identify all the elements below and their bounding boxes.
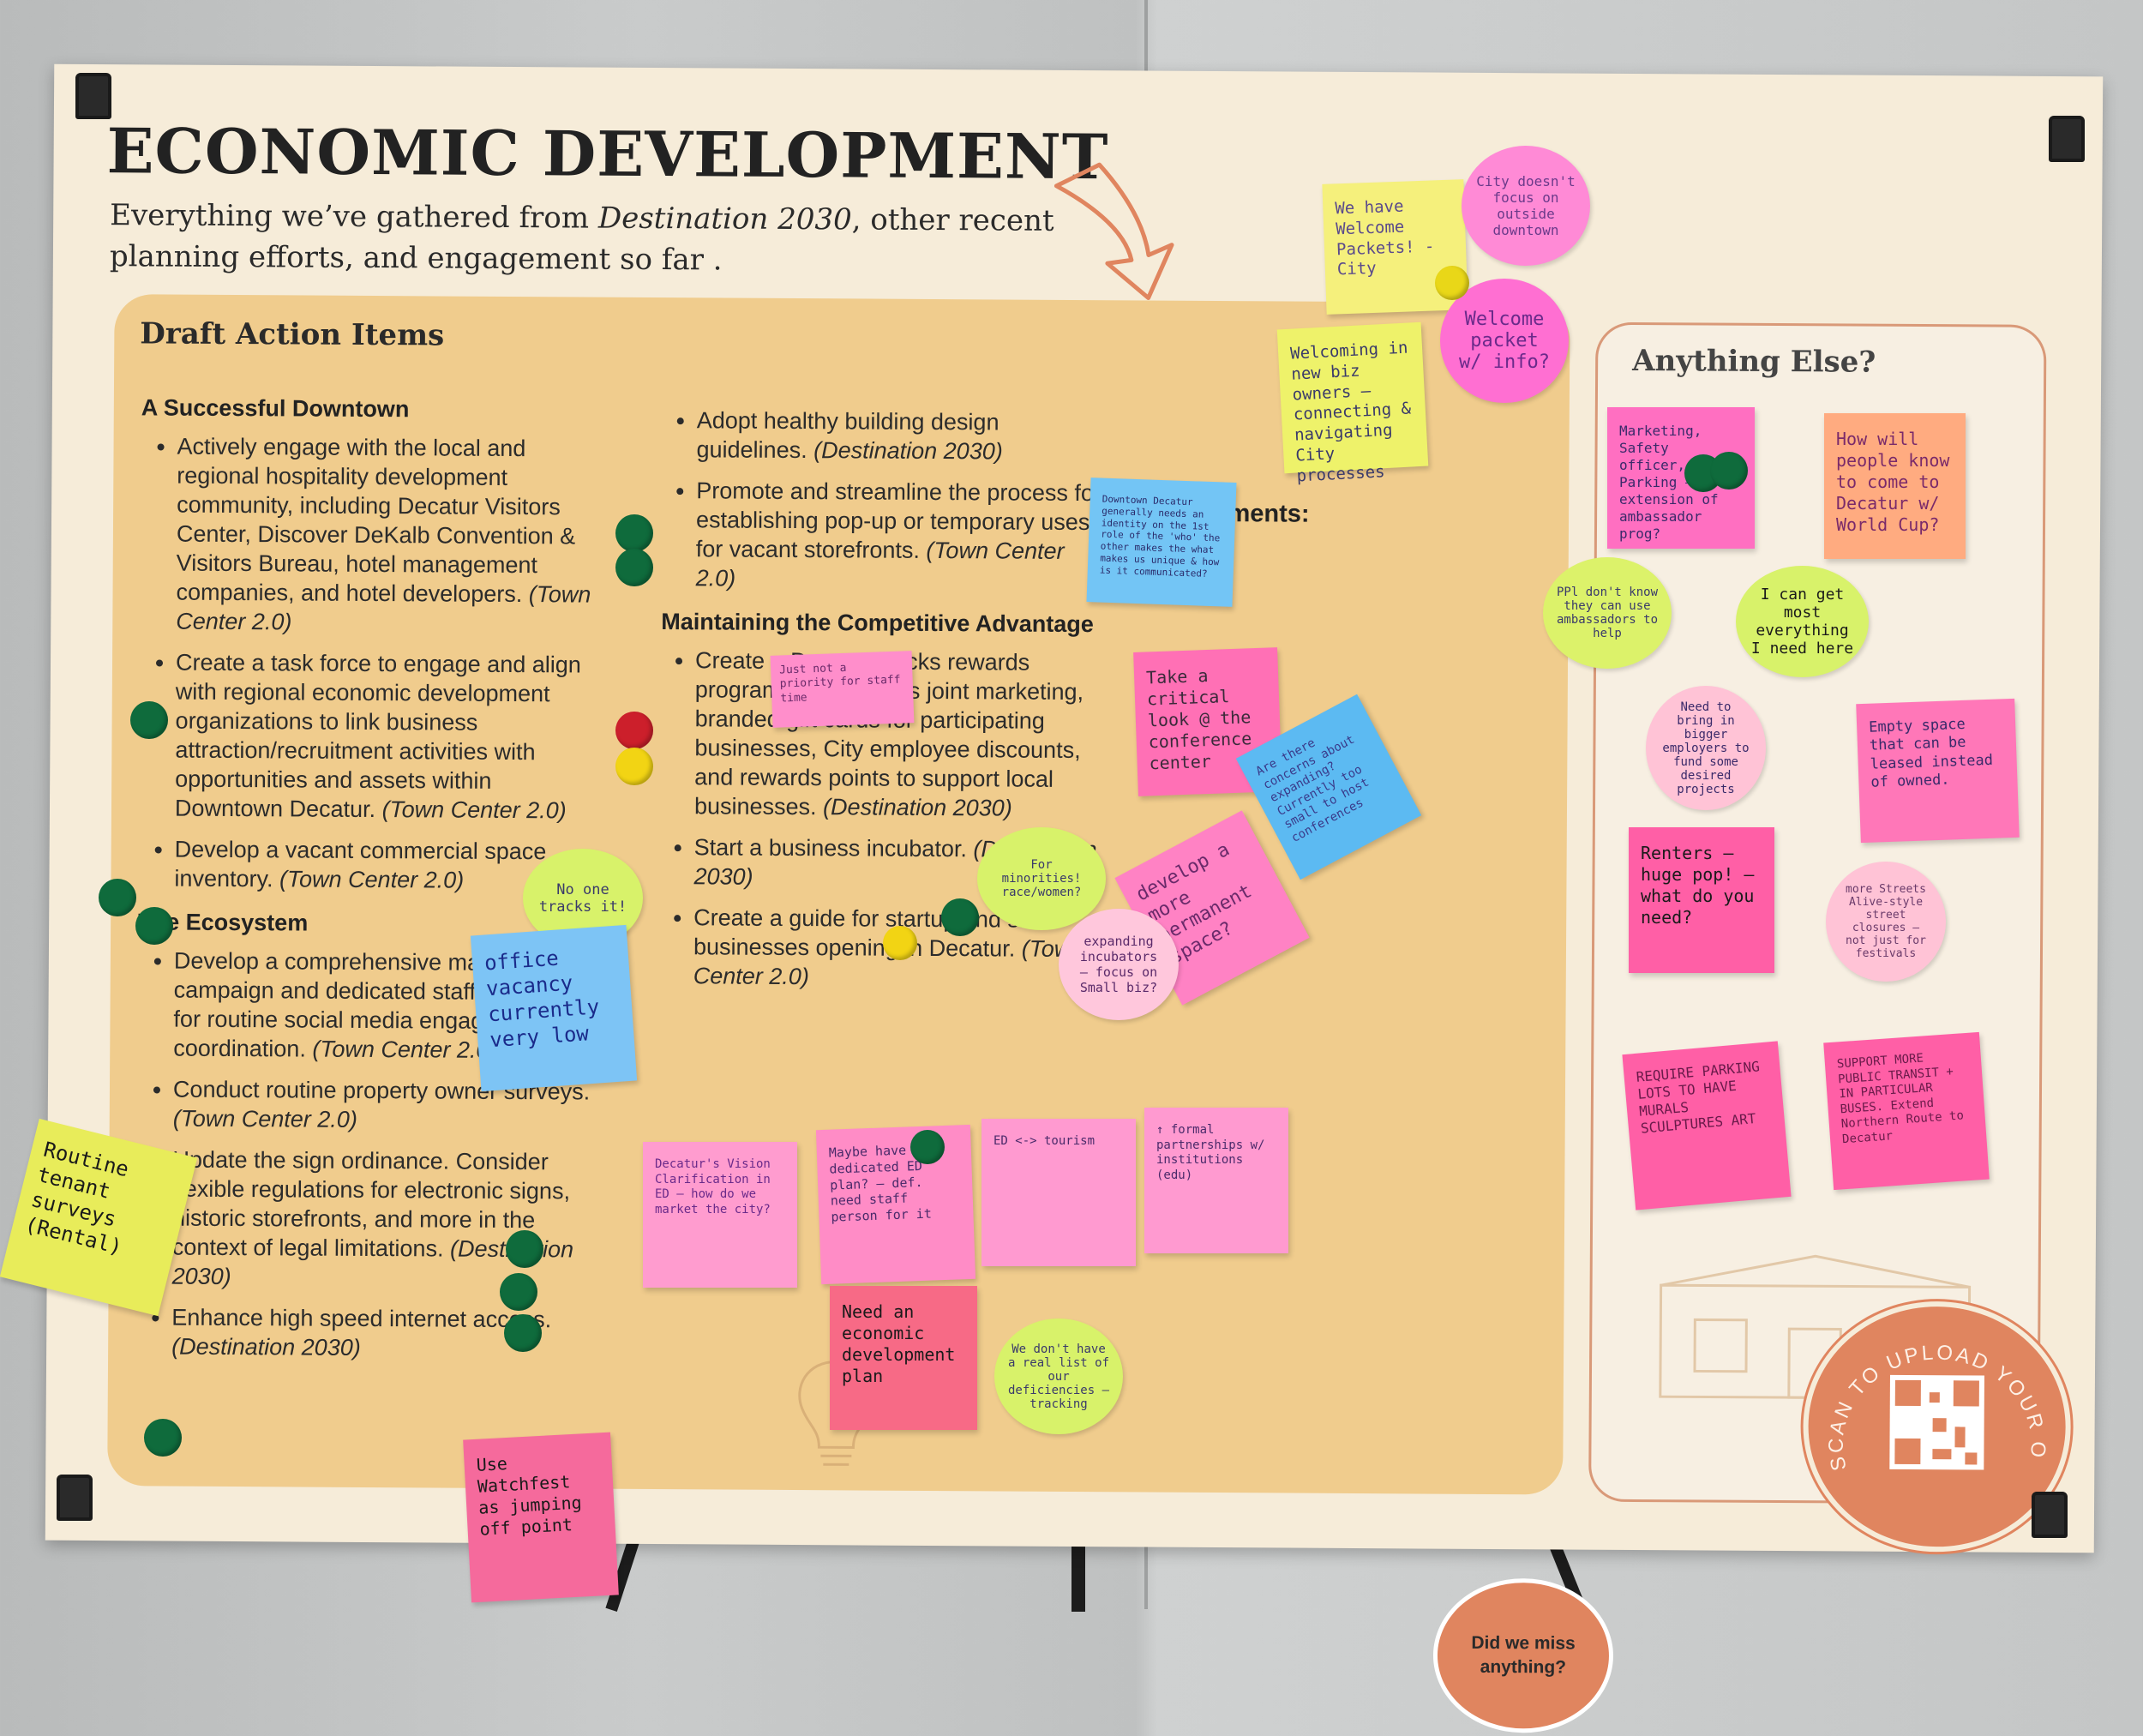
did-we-miss-bubble: Did we miss anything? [1432, 1577, 1614, 1733]
action-list: Adopt healthy building design guidelines… [662, 405, 1108, 595]
action-source: (Town Center 2.0) [279, 866, 465, 893]
action-list: Actively engage with the local and regio… [138, 431, 603, 895]
sticky-note: SUPPORT MORE PUBLIC TRANSIT + IN PARTICU… [1823, 1031, 1990, 1191]
action-item: Actively engage with the local and regio… [176, 432, 603, 639]
sticky-note: Need an economic development plan [830, 1286, 977, 1430]
sticky-note: REQUIRE PARKING LOTS TO HAVE MURALS SCUL… [1622, 1041, 1792, 1210]
action-source: (Destination 2030) [813, 437, 1003, 465]
poster-board: ECONOMIC DEVELOPMENT Everything we’ve ga… [45, 63, 2104, 1733]
yellow-vote-dot [615, 748, 653, 785]
sticky-note: How will people know to come to Decatur … [1824, 413, 1966, 559]
sticky-note: ↑ formal partnerships w/ institutions (e… [1144, 1108, 1288, 1253]
sticky-note: Use Watchfest as jumping off point [463, 1432, 619, 1603]
speech-bubble-note: I can get most everything I need here [1736, 566, 1869, 677]
green-vote-dot [506, 1230, 543, 1268]
subtitle-text-1: Everything we’ve gathered from [110, 198, 599, 236]
yellow-vote-dot [883, 926, 917, 960]
action-source: (Destination 2030) [171, 1333, 361, 1361]
easel-leg-center [1072, 1535, 1085, 1612]
sticky-note: Marketing, Safety officer, Parking — ext… [1607, 407, 1755, 549]
green-vote-dot [504, 1314, 542, 1352]
speech-bubble-note: expanding incubators — focus on Small bi… [1059, 909, 1179, 1020]
green-vote-dot [144, 1419, 182, 1457]
poster-title: ECONOMIC DEVELOPMENT [106, 114, 1109, 194]
section-heading: Maintaining the Competitive Advantage [661, 609, 1094, 638]
scan-to-upload-badge[interactable]: SCAN TO UPLOAD YOUR OWN! [1802, 1300, 2072, 1553]
green-vote-dot [615, 514, 653, 552]
sticky-note: Just not a priority for staff time [770, 651, 915, 728]
green-vote-dot [1710, 452, 1748, 490]
action-text: Actively engage with the local and regio… [176, 433, 576, 608]
action-text: Enhance high speed internet access. [171, 1304, 552, 1333]
action-source: (Destination 2030) [823, 794, 1012, 821]
action-source: (Town Center 2.0) [381, 796, 567, 824]
green-vote-dot [135, 907, 173, 945]
speech-bubble-note: PPl don't know they can use ambassadors … [1543, 557, 1672, 669]
sticky-note: ED <-> tourism [981, 1119, 1136, 1266]
red-vote-dot [615, 712, 653, 749]
green-vote-dot [941, 898, 979, 936]
speech-bubble-note: For minorities! race/women? [977, 827, 1106, 930]
green-vote-dot [615, 549, 653, 586]
binder-clip [2049, 116, 2085, 162]
action-source: (Town Center 2.0) [312, 1036, 497, 1063]
speech-bubble-note: Welcome packet w/ info? [1440, 279, 1569, 403]
action-text: Start a business incubator. [693, 834, 967, 862]
green-vote-dot [99, 879, 136, 916]
sticky-note: Welcoming in new biz owners — connecting… [1276, 321, 1429, 485]
action-text: Create a task force to engage and align … [174, 649, 581, 823]
action-item: Promote and streamline the process for e… [696, 476, 1108, 595]
sticky-note: Decatur's Vision Clarification in ED — h… [643, 1142, 797, 1288]
section-heading: A Successful Downtown [141, 394, 410, 423]
speech-bubble-note: Need to bring in bigger employers to fun… [1646, 686, 1766, 810]
action-item: Update the sign ordinance. Consider flex… [172, 1145, 600, 1294]
binder-clip [75, 73, 111, 119]
sticky-note: Empty space that can be leased instead o… [1856, 698, 2020, 844]
binder-clip [2032, 1492, 2068, 1538]
sticky-note: Renters — huge pop! — what do you need? [1629, 827, 1774, 973]
action-item: Create a task force to engage and align … [175, 648, 603, 826]
green-vote-dot [910, 1130, 945, 1164]
speech-bubble-note: more Streets Alive-style street closures… [1826, 862, 1946, 982]
speech-bubble-note: City doesn't focus on outside downtown [1462, 146, 1590, 266]
green-vote-dot [130, 701, 168, 739]
green-vote-dot [500, 1273, 537, 1311]
green-vote-dot [1435, 266, 1469, 300]
speech-bubble-note: We don't have a real list of our deficie… [994, 1319, 1123, 1434]
poster-subtitle: Everything we’ve gathered from Destinati… [110, 195, 1122, 283]
anything-else-title: Anything Else? [1632, 343, 1876, 380]
arrow-icon [1053, 162, 1174, 301]
action-item: Adopt healthy building design guidelines… [696, 405, 1108, 466]
binder-clip [57, 1475, 93, 1521]
qr-code-icon[interactable] [1889, 1374, 1984, 1470]
subtitle-italic: Destination 2030 [597, 201, 852, 237]
sticky-note: office vacancy currently very low [470, 924, 638, 1092]
action-source: (Town Center 2.0) [172, 1105, 357, 1132]
sticky-note: Downtown Decatur generally needs an iden… [1086, 478, 1237, 607]
sticky-note: Maybe have a dedicated ED plan? — def. n… [815, 1124, 976, 1285]
draft-title: Draft Action Items [140, 316, 445, 353]
